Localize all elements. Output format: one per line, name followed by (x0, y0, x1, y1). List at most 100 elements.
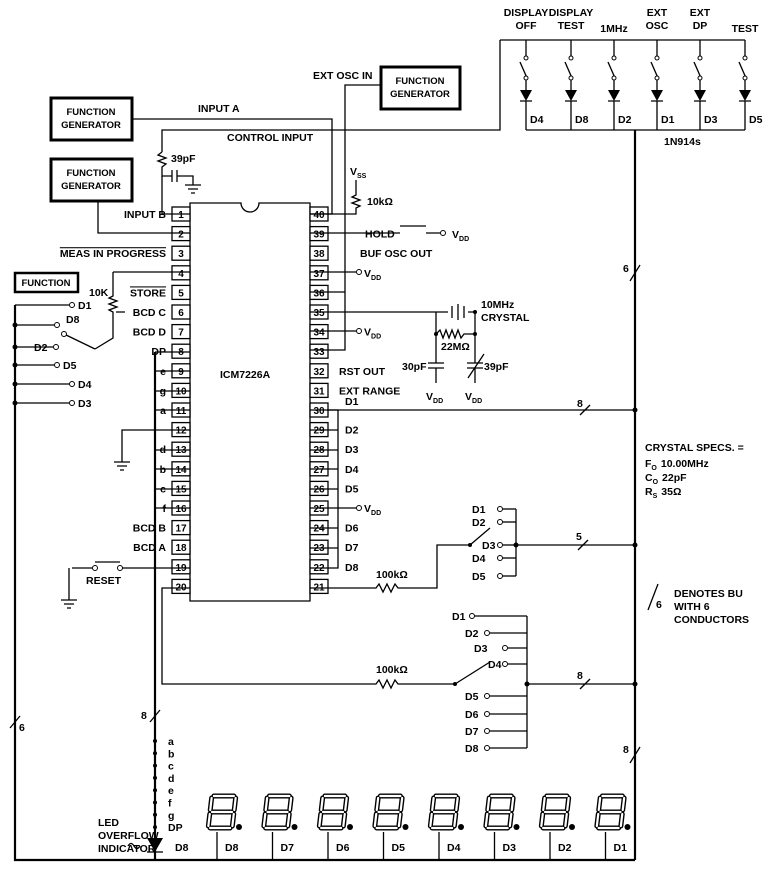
segment-bus-wires: 8 (141, 351, 190, 860)
pin-label: HOLD (365, 229, 395, 241)
c-39pf-trim-label: 39pF (484, 361, 509, 373)
pin-label: BCD C (133, 307, 167, 319)
pin-label: D3 (345, 444, 359, 456)
function-switch-label: D3 (78, 398, 92, 410)
pin-label: RST OUT (339, 366, 386, 378)
range-switch-position[interactable]: D6 (465, 709, 527, 721)
pin-number: 16 (175, 504, 187, 515)
pin-number: 14 (175, 465, 187, 476)
pin-box (309, 382, 329, 399)
pin-number: 28 (313, 445, 325, 456)
pin-box (171, 265, 191, 281)
diode-icon (520, 90, 532, 101)
segment-label: d (168, 773, 174, 785)
mid-switch-position[interactable]: D5 (472, 571, 516, 583)
range-switch-position[interactable]: D3 (474, 643, 527, 655)
r-100k-b-label: 100kΩ (376, 664, 408, 676)
pin-number: 15 (175, 484, 187, 495)
segment-line: b (153, 748, 174, 760)
range-switch-position[interactable]: D7 (465, 726, 527, 738)
pin-number: 32 (313, 367, 325, 378)
digit-label: D2 (558, 842, 572, 854)
mid-switch-position[interactable]: D4 (472, 553, 516, 565)
range-switch-position[interactable]: D1 (452, 611, 527, 623)
decimal-point (569, 824, 575, 830)
hold-vdd: VDD (452, 229, 469, 243)
digit-bus: 8 6 8 (155, 130, 641, 862)
diode-label: D1 (661, 114, 675, 126)
diode-label: D3 (704, 114, 718, 126)
range-switch-position[interactable]: D5 (465, 691, 527, 703)
pin-number: 35 (313, 308, 325, 319)
digit-label: D4 (447, 842, 461, 854)
pin-number: 1 (178, 210, 184, 221)
mid-switch-position[interactable]: D3 (482, 540, 516, 552)
digit-label: D7 (281, 842, 295, 854)
seven-segment-digit: D1 (594, 793, 631, 860)
pin-number: 3 (178, 249, 184, 260)
left-bus: 6 10K (9, 271, 190, 862)
vdd-30pf: VDD (426, 391, 443, 405)
pin-32: 32 RST OUT (309, 363, 386, 379)
d8-led-label: D8 (175, 842, 189, 854)
function-switch-position[interactable]: D8 (12, 314, 80, 328)
pin-label: VDD (364, 327, 381, 341)
seven-segment-digit: D5 (372, 793, 409, 860)
seven-segment-digit: D6 (316, 793, 353, 860)
pin-label: BUF OSC OUT (360, 248, 433, 260)
r-10k-label: 10kΩ (367, 196, 393, 208)
ext-osc-in-label: EXT OSC IN (313, 70, 373, 82)
range-switch-label: D7 (465, 726, 479, 738)
pin-number: 24 (313, 524, 325, 535)
pin-8: 8DP (151, 343, 191, 359)
function-switch-position[interactable]: D2 (12, 342, 59, 354)
function-switch-position[interactable]: D1 (15, 300, 92, 312)
mid-switch-position[interactable]: D2 (472, 517, 516, 529)
segment-label: e (168, 785, 174, 797)
mid-switch-position[interactable]: D1 (472, 504, 516, 516)
range-switch-position[interactable]: D4 (488, 659, 527, 671)
pin-label: EXT RANGE (339, 385, 400, 397)
function-switch-position[interactable]: D4 (12, 379, 92, 391)
pin-label: BCD A (133, 542, 166, 554)
pin-number: 17 (175, 524, 187, 535)
mid-switch-label: D2 (472, 517, 486, 529)
pin-number: 23 (313, 543, 325, 554)
pin-box (309, 539, 329, 555)
pin-number: 6 (178, 308, 184, 319)
function-switch-position[interactable]: D3 (12, 398, 92, 410)
range-switch-label: D2 (465, 628, 479, 640)
pin-number: 38 (313, 249, 325, 260)
pin-label: VDD (364, 268, 381, 282)
range-switch-position[interactable]: D2 (465, 628, 527, 640)
seven-segment-digit: D2 (538, 793, 575, 860)
segment-label: f (168, 798, 172, 810)
pin-label: f (163, 503, 167, 515)
range-switch-position[interactable]: D8 (465, 743, 527, 755)
pin-number: 18 (175, 543, 187, 554)
function-switch-position[interactable]: D5 (12, 360, 77, 372)
pot-10k-label: 10K (89, 287, 109, 299)
pin-6: 6 BCD C (133, 304, 191, 320)
pin-label: D1 (345, 396, 359, 408)
reset-label: RESET (86, 575, 122, 587)
decimal-point (236, 824, 242, 830)
pin-number: 7 (178, 328, 184, 339)
diode-icon (694, 90, 706, 101)
pin-number: 39 (313, 230, 325, 241)
